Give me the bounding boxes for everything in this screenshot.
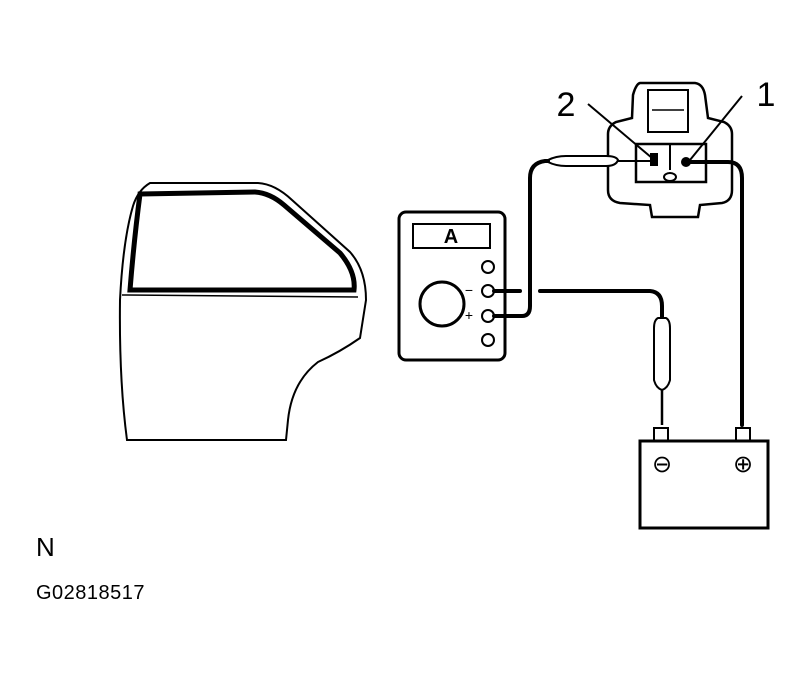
negative-lead-probe [653,317,671,425]
ammeter: A − + [397,210,507,362]
meter-display [412,223,491,249]
meter-dial [418,280,466,328]
door-window-frame [127,189,357,293]
wire-connector-to-battery-positive [686,160,744,427]
wires [492,159,744,427]
meter-jack-1 [481,260,495,274]
rear-door [118,182,368,441]
door-outer-outline [118,182,368,441]
probe-body [547,155,620,167]
callouts: 2 1 [557,76,776,161]
connector-lock-tab [647,89,689,133]
connector-key [663,172,677,182]
callout-1-leader [689,95,743,161]
door-belt-line [121,294,359,298]
meter-plus-sign: + [465,307,473,323]
callout-2-leader [587,103,653,159]
battery-positive-symbol: ⊕ [733,450,753,478]
meter-jack-4 [481,333,495,347]
battery-body [638,439,770,530]
battery-negative-symbol: ⊖ [652,450,672,478]
meter-display-letter: A [444,226,458,248]
test-probe [547,155,650,167]
negative-probe-body [653,317,671,392]
callout-1-label: 1 [757,76,776,114]
battery: ⊖ ⊕ [638,427,770,530]
meter-minus-sign: − [465,282,473,298]
figure-id: G02818517 [36,582,146,604]
wire-meter-to-battery-negative [538,289,664,320]
connector-terminal-2 [650,153,658,166]
connector [606,81,734,219]
view-label: N [36,532,55,562]
callout-2-label: 2 [557,86,576,124]
wire-meter-to-connector [492,159,550,318]
